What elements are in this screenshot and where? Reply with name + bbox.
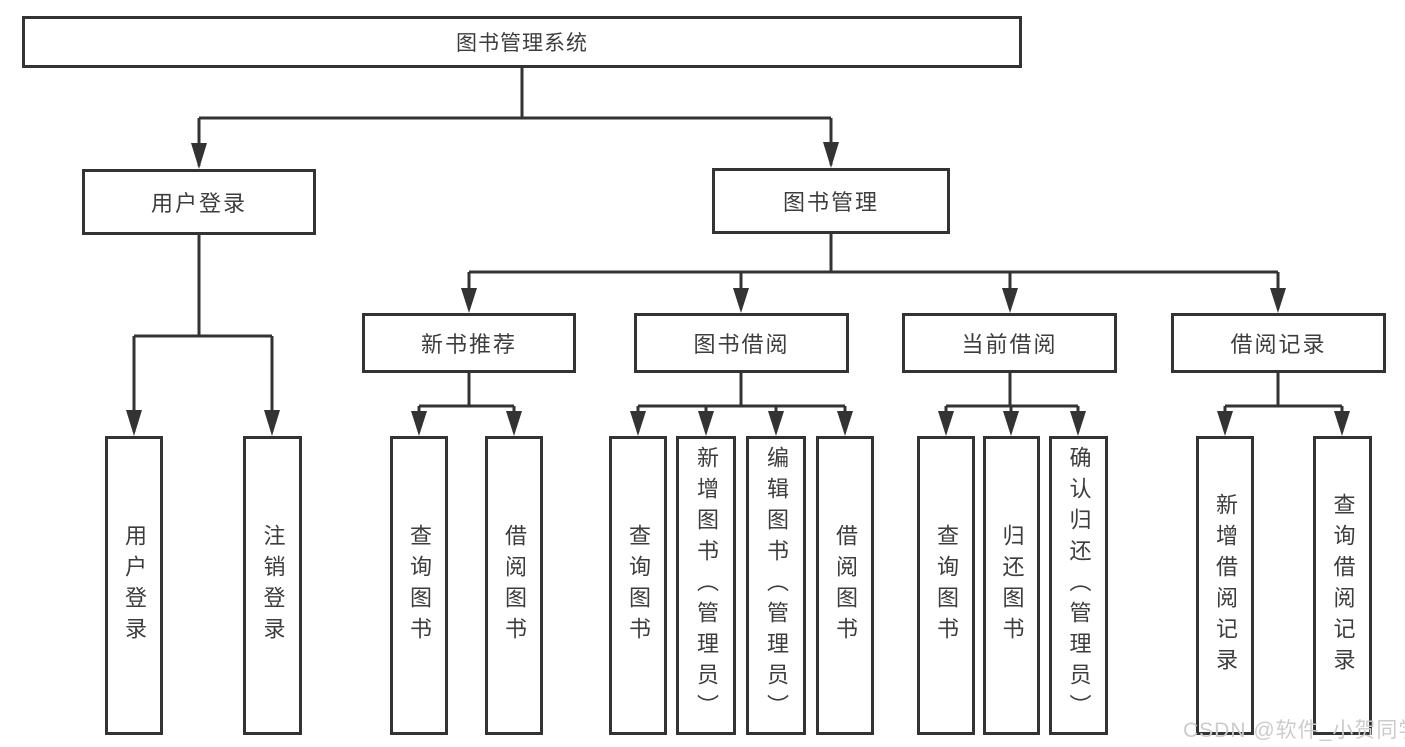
leaf-query-borrow-record: 查询借阅记录: [1313, 436, 1372, 735]
node-label: 用户登录: [150, 191, 247, 216]
edge-root-to-level1: [197, 68, 833, 166]
leaf-user-login: 用户登录: [105, 436, 163, 735]
leaf-label: 归还图书: [999, 523, 1025, 648]
leaf-query-books-current: 查询图书: [917, 436, 975, 735]
edge-borrowing-records-to-leaves: [1223, 373, 1344, 432]
leaf-label: 注销登录: [260, 523, 286, 648]
leaf-label: 查询图书: [407, 523, 432, 648]
node-label: 借阅记录: [1230, 332, 1327, 357]
leaf-label: 新增借阅记录: [1213, 492, 1238, 679]
node-label: 当前借阅: [961, 332, 1058, 357]
node-borrowing-records: 借阅记录: [1171, 313, 1386, 373]
leaf-label: 用户登录: [122, 523, 147, 648]
edge-book-borrowing-to-leaves: [636, 373, 847, 432]
leaf-add-books-admin: 新增图书（管理员）: [676, 436, 736, 735]
leaf-confirm-return-admin: 确认归还（管理员）: [1049, 436, 1108, 735]
leaf-query-books-recommend: 查询图书: [390, 436, 448, 735]
leaf-label: 查询图书: [626, 523, 651, 648]
node-user-login: 用户登录: [82, 169, 316, 235]
edge-book-management-to-level2: [467, 234, 1280, 309]
leaf-label: 确认归还（管理员）: [1066, 446, 1092, 725]
node-root-label: 图书管理系统: [456, 32, 588, 55]
node-label: 新书推荐: [420, 332, 517, 357]
node-current-borrowing: 当前借阅: [902, 313, 1117, 373]
leaf-label: 编辑图书（管理员）: [764, 446, 789, 725]
leaf-return-books: 归还图书: [983, 436, 1040, 735]
arrowheads: [126, 142, 1350, 436]
leaf-borrow-books-recommend: 借阅图书: [485, 436, 543, 735]
leaf-logout-login: 注销登录: [243, 436, 302, 735]
node-new-book-recommend: 新书推荐: [362, 313, 576, 373]
leaf-label: 借阅图书: [502, 523, 527, 648]
node-root: 图书管理系统: [22, 16, 1022, 68]
edge-user-login-to-leaves: [132, 235, 274, 432]
watermark: CSDN @软件_小贺同学: [1183, 719, 1405, 742]
node-label: 图书借阅: [693, 332, 790, 357]
node-label: 图书管理: [782, 190, 879, 215]
leaf-borrow-books-borrowing: 借阅图书: [816, 436, 874, 735]
edge-new-book-rec-to-leaves: [417, 373, 516, 432]
leaf-add-borrow-record: 新增借阅记录: [1196, 436, 1254, 735]
leaf-label: 新增图书（管理员）: [694, 446, 719, 725]
leaf-query-books-borrowing: 查询图书: [609, 436, 667, 735]
leaf-label: 借阅图书: [833, 523, 858, 648]
leaf-label: 查询借阅记录: [1330, 492, 1356, 679]
leaf-label: 查询图书: [934, 523, 959, 648]
node-book-borrowing: 图书借阅: [634, 313, 849, 373]
leaf-edit-books-admin: 编辑图书（管理员）: [746, 436, 806, 735]
node-book-management: 图书管理: [712, 168, 950, 234]
